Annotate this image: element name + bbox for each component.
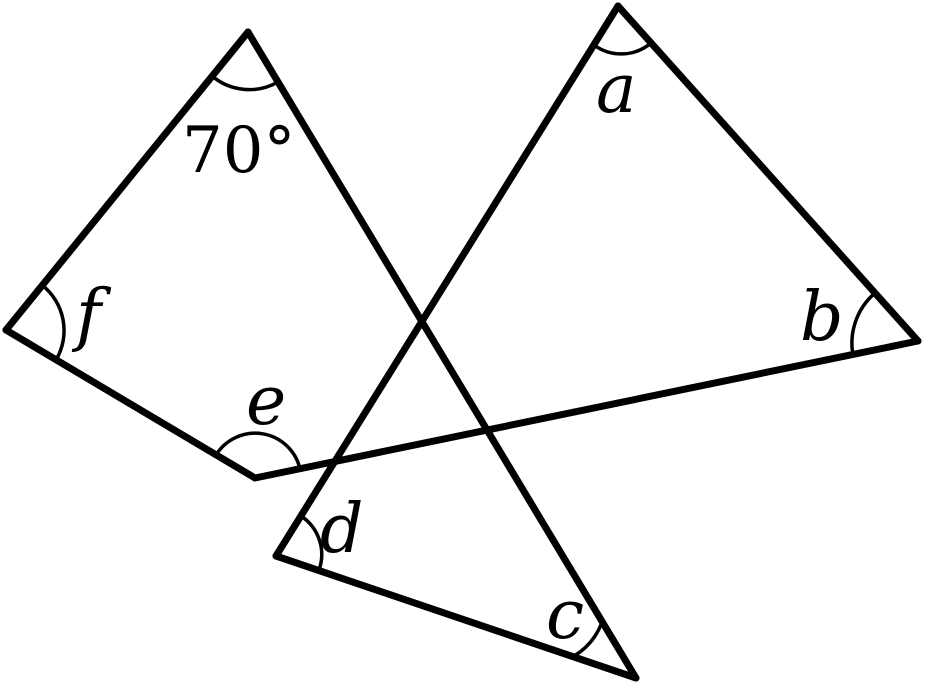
- a-vertex-to-b: [614, 2, 922, 345]
- d-to-c-edge: [272, 552, 640, 682]
- arc-b: [850, 291, 877, 356]
- label-c: c: [546, 576, 584, 655]
- a-vertex-to-d: [272, 2, 622, 560]
- left-edge-upper: [2, 28, 252, 334]
- label-b: b: [800, 278, 844, 357]
- label-f: f: [71, 276, 112, 355]
- label-a: a: [596, 50, 637, 129]
- label-d: d: [320, 490, 364, 569]
- left-edge-lower: [2, 326, 259, 482]
- label-e: e: [246, 362, 286, 441]
- long-transversal: [251, 337, 922, 482]
- arc-f: [40, 283, 66, 361]
- label-top-angle: 70°: [182, 114, 295, 188]
- arc-d: [300, 514, 324, 571]
- arc-e: [214, 431, 302, 470]
- arc-top-angle: [210, 74, 279, 92]
- arc-c: [573, 621, 604, 658]
- top-vertex-to-c: [244, 28, 640, 682]
- arc-a: [592, 41, 653, 56]
